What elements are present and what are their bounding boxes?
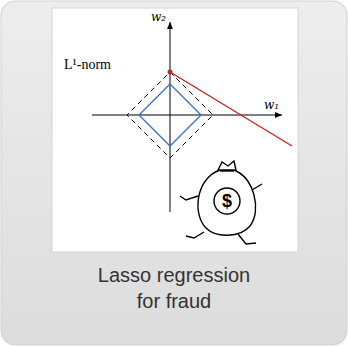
axis-label: w₂ <box>151 11 166 23</box>
dashed-diamond <box>127 72 213 158</box>
l1-ball <box>139 84 201 146</box>
loss-contour <box>170 72 292 146</box>
w2-axis <box>170 22 171 212</box>
norm-label: L¹-norm <box>64 58 111 72</box>
solution-point <box>168 70 173 75</box>
axis-arrow <box>167 22 173 29</box>
caption: Lasso regression for fraud <box>89 262 259 314</box>
dollar-sign: $ <box>222 192 232 210</box>
w1-axis <box>92 115 282 116</box>
money-bag <box>180 161 262 244</box>
axis-label: w₁ <box>264 99 279 111</box>
plot-panel <box>52 8 298 252</box>
axis-arrow <box>275 112 282 118</box>
